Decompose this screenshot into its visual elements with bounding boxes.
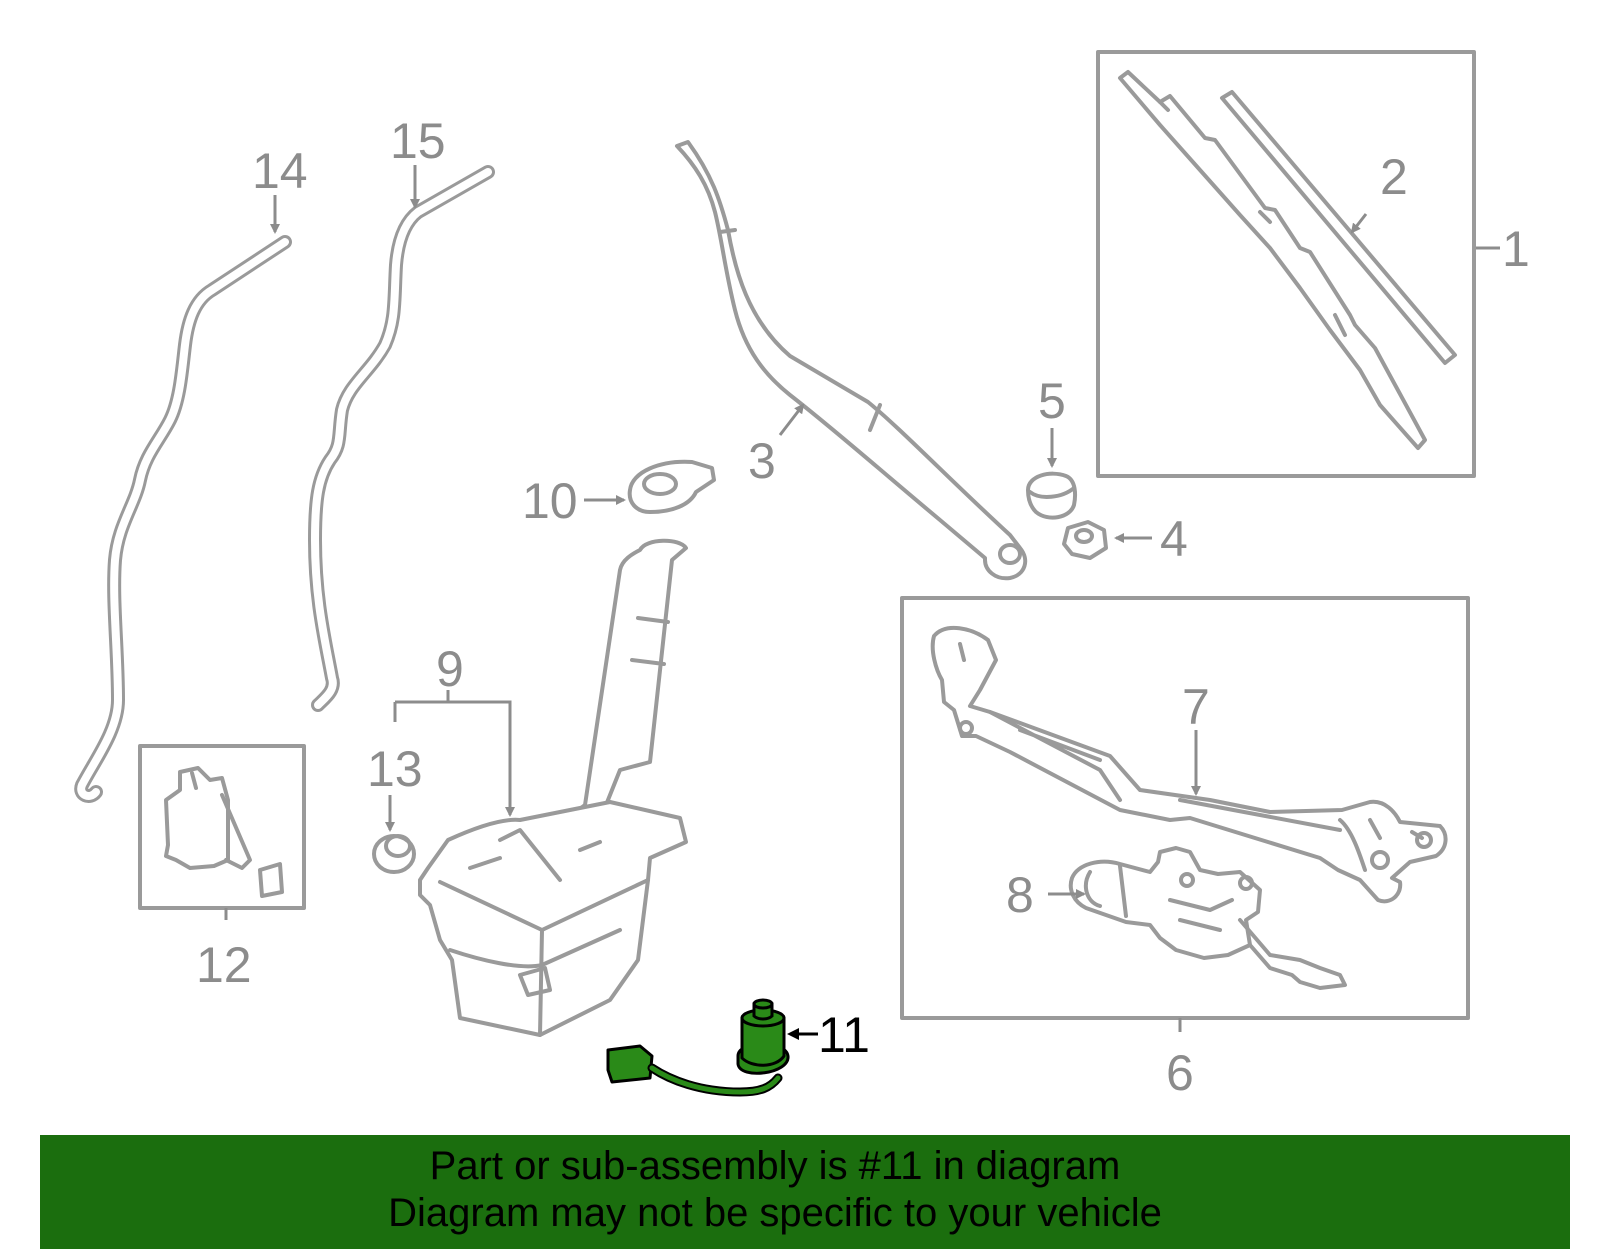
callout-13: 13	[367, 741, 423, 797]
callout-4: 4	[1160, 511, 1188, 567]
reservoir-cap-part	[627, 459, 716, 514]
callout-15: 15	[390, 113, 446, 169]
wiper-blade-insert-part	[1220, 90, 1457, 365]
nut-cap-part	[1026, 471, 1077, 520]
callout-7: 7	[1182, 679, 1210, 735]
wiper-blade-group-box	[1096, 50, 1500, 478]
callout-arrow-3	[778, 403, 805, 436]
washer-pump-part	[164, 766, 284, 898]
callout-8: 8	[1006, 867, 1034, 923]
callout-3: 3	[748, 433, 776, 489]
nut-part	[1062, 520, 1108, 560]
banner-line-2: Diagram may not be specific to your vehi…	[388, 1191, 1162, 1235]
callout-10: 10	[522, 473, 578, 529]
washer-motor-part-highlighted	[606, 998, 790, 1097]
callout-14: 14	[252, 143, 308, 199]
callout-arrow-2	[1350, 213, 1368, 234]
callout-1: 1	[1502, 221, 1530, 277]
washer-hose-15-part	[308, 165, 495, 712]
callout-12: 12	[196, 937, 252, 993]
banner-line-1: Part or sub-assembly is #11 in diagram	[429, 1144, 1121, 1188]
wiper-motor-part	[1068, 846, 1347, 990]
washer-hose-14-part	[74, 235, 292, 803]
wiper-arm-part	[675, 140, 1028, 581]
callout-2: 2	[1380, 149, 1408, 205]
washer-pump-box	[138, 744, 306, 920]
wiper-linkage-box	[900, 596, 1470, 1032]
callout-9: 9	[436, 641, 464, 697]
info-banner: Part or sub-assembly is #11 in diagram D…	[40, 1135, 1570, 1249]
parts-diagram: 2 1 3 5 4 14 15 10	[74, 50, 1530, 1101]
wiper-linkage-part	[930, 625, 1448, 904]
callout-6: 6	[1166, 1045, 1194, 1101]
wiper-blade-part	[1118, 70, 1427, 450]
washer-reservoir-part	[418, 538, 688, 1037]
callout-11: 11	[818, 1007, 870, 1063]
grommet-part	[372, 834, 416, 874]
callout-5: 5	[1038, 373, 1066, 429]
callout-bracket-9	[395, 700, 515, 817]
